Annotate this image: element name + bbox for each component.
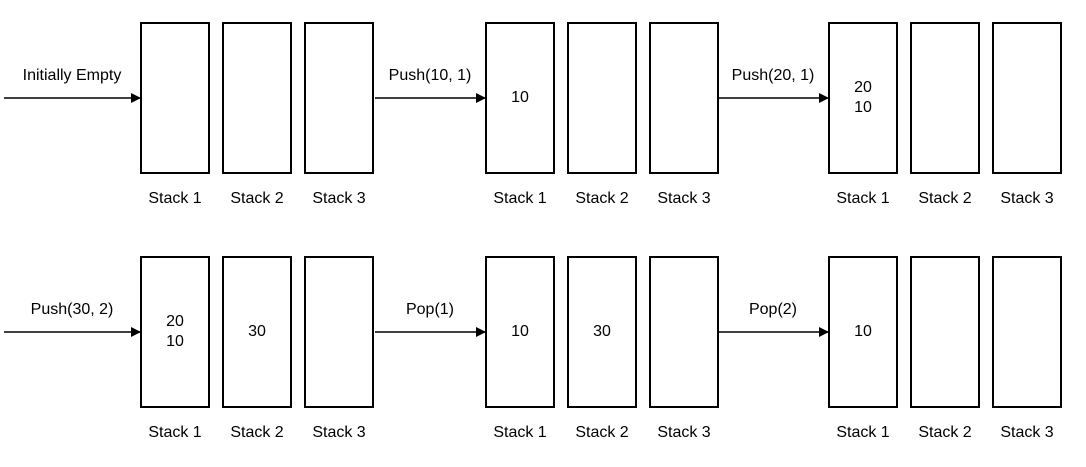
stack-value: 10 [166, 333, 184, 350]
stack-value: 10 [854, 323, 872, 340]
stack-value: 30 [248, 323, 266, 340]
stack-label: Stack 1 [148, 424, 202, 441]
stack-label: Stack 3 [1000, 190, 1054, 207]
stack-2-box-step-1 [222, 22, 292, 174]
stack-label: Stack 3 [657, 424, 711, 441]
stack-label: Stack 1 [493, 424, 547, 441]
stack-label: Stack 3 [1000, 424, 1054, 441]
stack-label: Stack 3 [312, 424, 366, 441]
stack-2-box-step-6 [910, 256, 980, 408]
stack-label: Stack 1 [493, 190, 547, 207]
operation-label-step-4: Push(30, 2) [30, 301, 114, 318]
stack-3-box-step-2 [649, 22, 719, 174]
stack-label: Stack 2 [230, 424, 284, 441]
stack-label: Stack 2 [918, 190, 972, 207]
stack-3-box-step-3 [992, 22, 1062, 174]
stack-3-box-step-4 [304, 256, 374, 408]
stack-3-box-step-1 [304, 22, 374, 174]
stack-label: Stack 1 [836, 424, 890, 441]
stack-3-box-step-6 [992, 256, 1062, 408]
stack-2-box-step-2 [567, 22, 637, 174]
operation-label-step-6: Pop(2) [748, 301, 798, 318]
operation-label-step-3: Push(20, 1) [731, 67, 815, 84]
stack-label: Stack 2 [918, 424, 972, 441]
stack-label: Stack 1 [148, 190, 202, 207]
stack-value: 20 [854, 79, 872, 96]
stack-2-box-step-3 [910, 22, 980, 174]
stack-1-box-step-1 [140, 22, 210, 174]
stack-label: Stack 3 [657, 190, 711, 207]
stack-label: Stack 2 [575, 190, 629, 207]
stack-3-box-step-5 [649, 256, 719, 408]
stack-1-box-step-6: 10 [828, 256, 898, 408]
operation-label-step-1: Initially Empty [22, 67, 122, 84]
stack-1-box-step-5: 10 [485, 256, 555, 408]
stack-label: Stack 3 [312, 190, 366, 207]
operation-label-step-5: Pop(1) [405, 301, 455, 318]
stack-label: Stack 1 [836, 190, 890, 207]
stack-value: 30 [593, 323, 611, 340]
stack-1-box-step-2: 10 [485, 22, 555, 174]
stack-label: Stack 2 [230, 190, 284, 207]
stack-value: 10 [511, 323, 529, 340]
stack-2-box-step-5: 30 [567, 256, 637, 408]
operation-label-step-2: Push(10, 1) [388, 67, 472, 84]
stack-label: Stack 2 [575, 424, 629, 441]
stack-value: 20 [166, 313, 184, 330]
stack-2-box-step-4: 30 [222, 256, 292, 408]
stack-value: 10 [854, 99, 872, 116]
stack-value: 10 [511, 89, 529, 106]
